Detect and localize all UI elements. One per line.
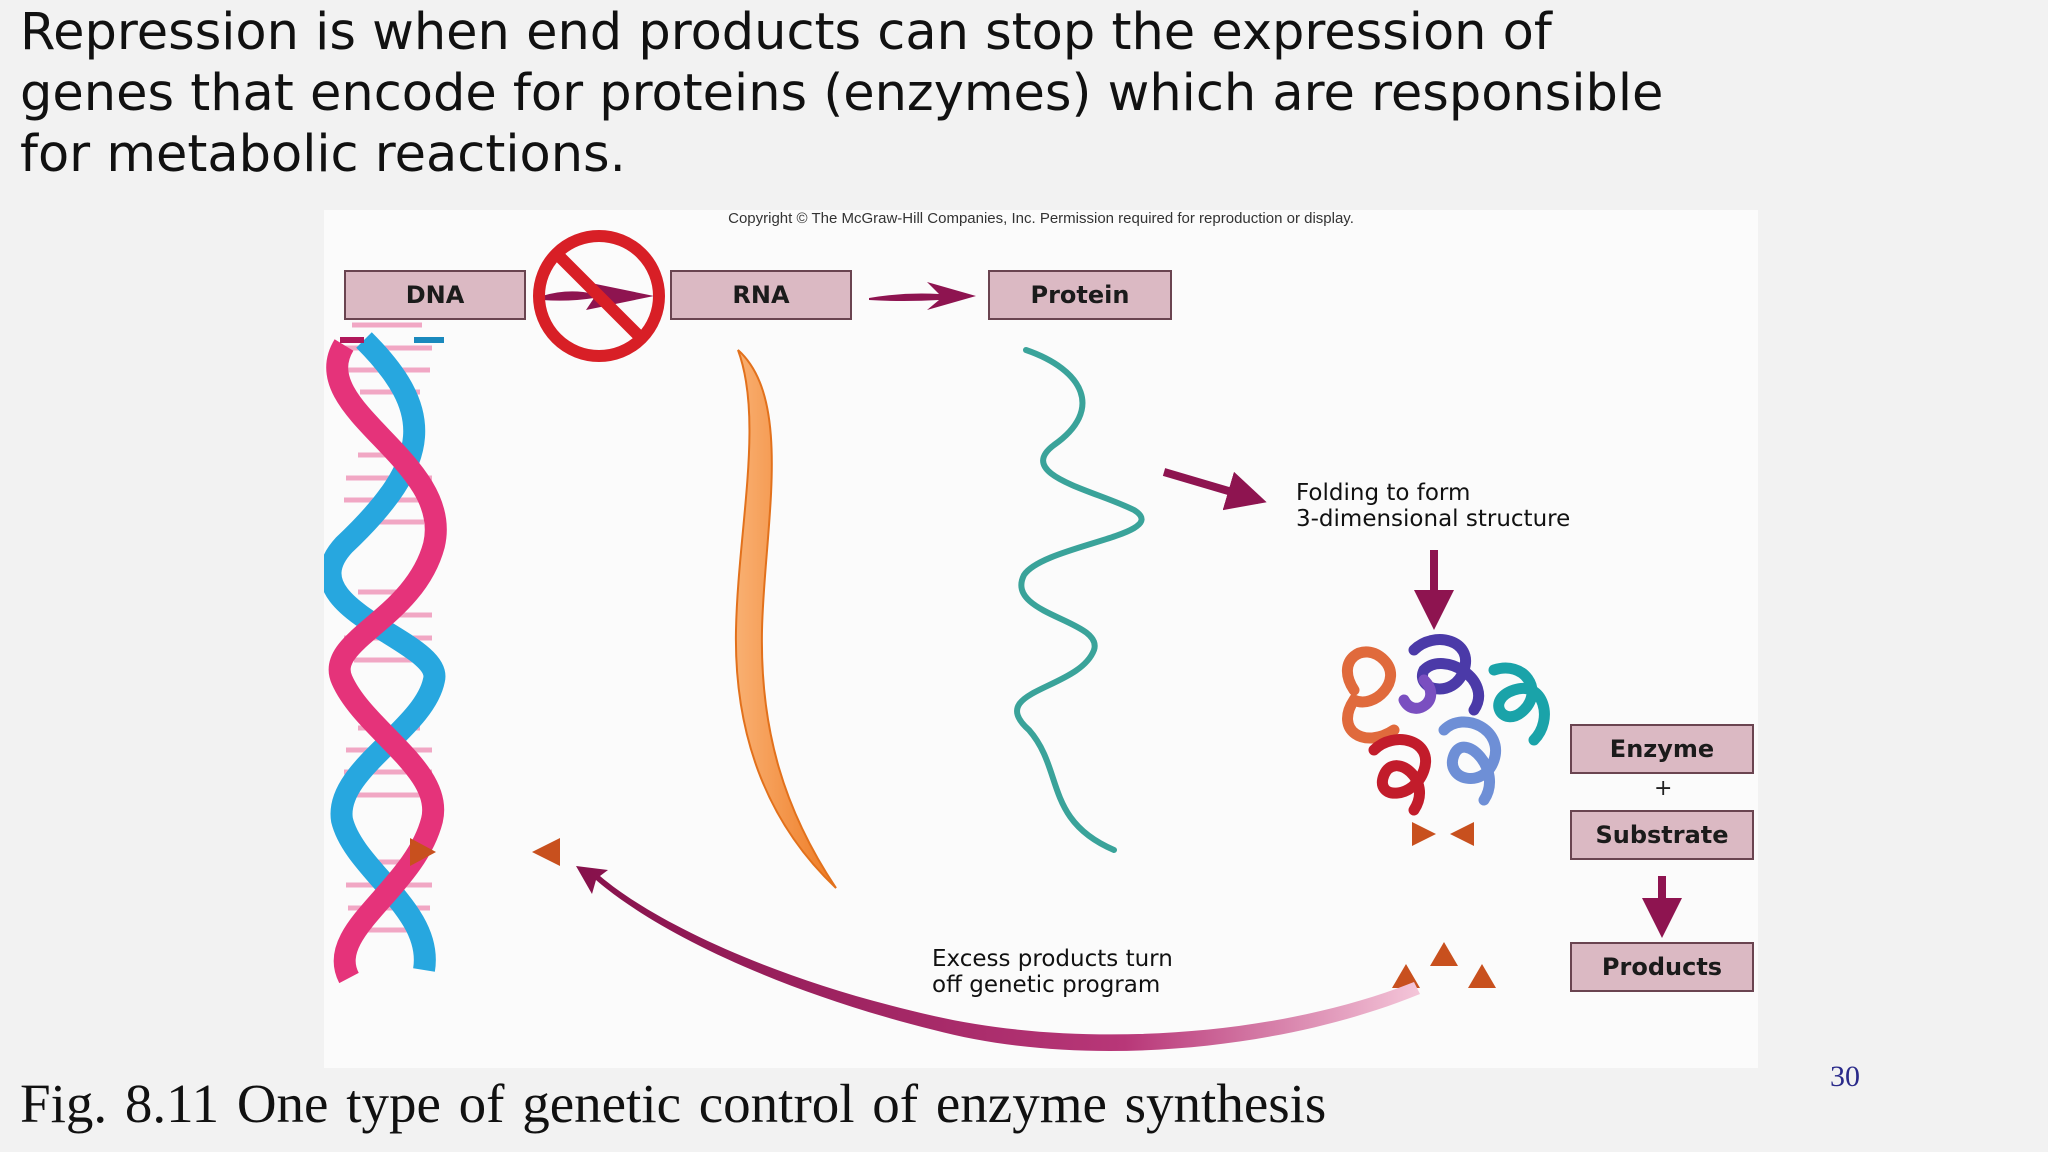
substrate-box: Substrate <box>1570 810 1754 860</box>
plus-sign: + <box>1654 776 1673 801</box>
prohibition-icon <box>533 230 665 362</box>
folded-enzyme-icon <box>1342 634 1550 816</box>
heading-line-2: genes that encode for proteins (enzymes)… <box>20 64 1664 123</box>
rna-to-protein-arrow <box>869 282 976 310</box>
heading-line-3: for metabolic reactions. <box>20 125 626 184</box>
repressor-wedge-left <box>410 838 436 866</box>
product-bowtie-enzyme-right <box>1450 822 1474 846</box>
excess-label: Excess products turn off genetic program <box>932 946 1173 998</box>
dna-helix-icon <box>324 322 447 984</box>
polypeptide-icon <box>1014 347 1145 853</box>
folding-label: Folding to form 3-dimensional structure <box>1296 480 1570 532</box>
product-bowtie-enzyme <box>1412 822 1436 846</box>
dna-box: DNA <box>344 270 526 320</box>
rna-strand-icon <box>734 349 837 889</box>
excess-label-line-1: Excess products turn <box>932 946 1173 972</box>
feedback-arrow <box>576 866 1420 1051</box>
repressor-wedge-right <box>532 838 560 866</box>
folding-label-line-1: Folding to form <box>1296 480 1471 506</box>
figure-caption: Fig. 8.11 One type of genetic control of… <box>20 1073 1327 1134</box>
folding-label-line-2: 3-dimensional structure <box>1296 506 1571 532</box>
polypeptide-to-folding-arrow <box>1162 468 1267 511</box>
heading-line-1: Repression is when end products can stop… <box>20 3 1552 62</box>
copyright-notice: Copyright © The McGraw-Hill Companies, I… <box>728 210 1354 227</box>
figure-graphics <box>324 230 1682 1051</box>
page-number: 30 <box>1830 1060 1860 1093</box>
figure-panel: Copyright © The McGraw-Hill Companies, I… <box>324 210 1758 1068</box>
slide-heading: Repression is when end products can stop… <box>20 2 2020 185</box>
protein-box: Protein <box>988 270 1172 320</box>
products-box: Products <box>1570 942 1754 992</box>
rna-box: RNA <box>670 270 852 320</box>
enzyme-box: Enzyme <box>1570 724 1754 774</box>
products-triangles-icon <box>1392 942 1496 988</box>
excess-label-line-2: off genetic program <box>932 972 1161 998</box>
